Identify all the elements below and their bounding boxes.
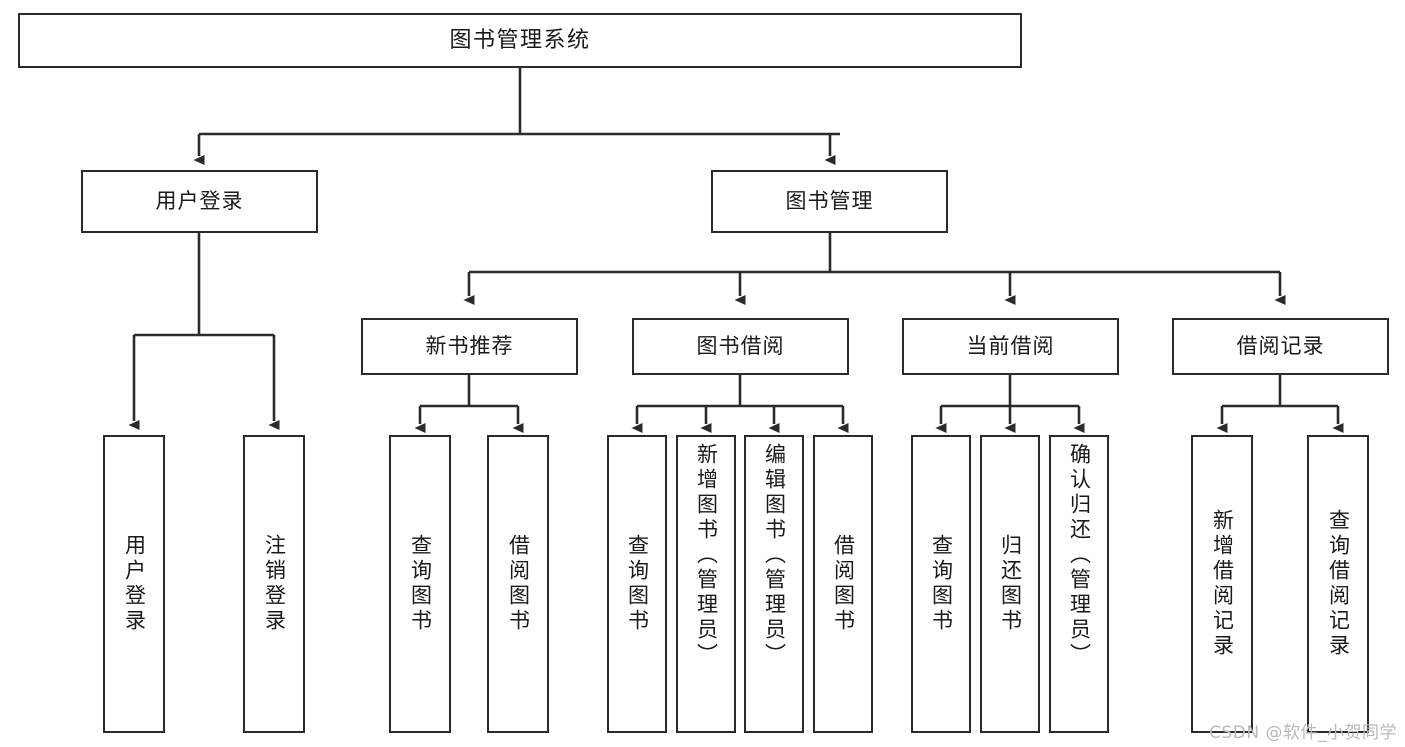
node-label: 查询图书 <box>408 534 433 634</box>
csdn-watermark: CSDN @软件_小贺同学 <box>1209 723 1397 743</box>
node-label: 查询借阅记录 <box>1326 509 1351 659</box>
node-label: 新增借阅记录 <box>1210 509 1235 659</box>
leaf-add-borrow-record[interactable]: 新增借阅记录 <box>1191 435 1253 733</box>
node-book-management[interactable]: 图书管理 <box>711 170 948 233</box>
node-label: 当前借阅 <box>966 334 1055 359</box>
node-label: 编辑图书（管理员） <box>762 443 787 668</box>
node-label: 归还图书 <box>998 534 1023 634</box>
node-user-login[interactable]: 用户登录 <box>81 170 318 233</box>
node-label: 查询图书 <box>625 534 650 634</box>
node-label: 借阅记录 <box>1236 334 1325 359</box>
leaf-query-book-new-recommend[interactable]: 查询图书 <box>389 435 451 733</box>
node-root-book-management-system[interactable]: 图书管理系统 <box>18 13 1022 68</box>
node-current-borrow[interactable]: 当前借阅 <box>902 318 1119 375</box>
node-label: 注销登录 <box>262 534 287 634</box>
leaf-user-login[interactable]: 用户登录 <box>103 435 165 733</box>
node-book-borrow[interactable]: 图书借阅 <box>632 318 849 375</box>
node-new-book-recommend[interactable]: 新书推荐 <box>361 318 578 375</box>
leaf-logout-login[interactable]: 注销登录 <box>243 435 305 733</box>
node-label: 新书推荐 <box>425 334 514 359</box>
leaf-borrow-book-new-recommend[interactable]: 借阅图书 <box>487 435 549 733</box>
node-label: 新增图书（管理员） <box>694 443 719 668</box>
node-label: 用户登录 <box>122 534 147 634</box>
node-label: 用户登录 <box>155 189 244 214</box>
leaf-query-book-current[interactable]: 查询图书 <box>911 435 971 733</box>
node-label: 借阅图书 <box>506 534 531 634</box>
node-label: 图书管理系统 <box>449 27 591 53</box>
leaf-return-book[interactable]: 归还图书 <box>980 435 1040 733</box>
leaf-query-borrow-record[interactable]: 查询借阅记录 <box>1307 435 1369 733</box>
leaf-confirm-return-admin[interactable]: 确认归还（管理员） <box>1049 435 1109 733</box>
node-label: 查询图书 <box>929 534 954 634</box>
node-label: 图书管理 <box>785 189 874 214</box>
node-label: 图书借阅 <box>696 334 785 359</box>
leaf-edit-book-admin[interactable]: 编辑图书（管理员） <box>744 435 804 733</box>
node-label: 确认归还（管理员） <box>1067 443 1092 668</box>
leaf-borrow-book-borrow[interactable]: 借阅图书 <box>813 435 873 733</box>
leaf-query-book-borrow[interactable]: 查询图书 <box>607 435 667 733</box>
node-label: 借阅图书 <box>831 534 856 634</box>
node-borrow-record[interactable]: 借阅记录 <box>1172 318 1389 375</box>
leaf-add-book-admin[interactable]: 新增图书（管理员） <box>676 435 736 733</box>
